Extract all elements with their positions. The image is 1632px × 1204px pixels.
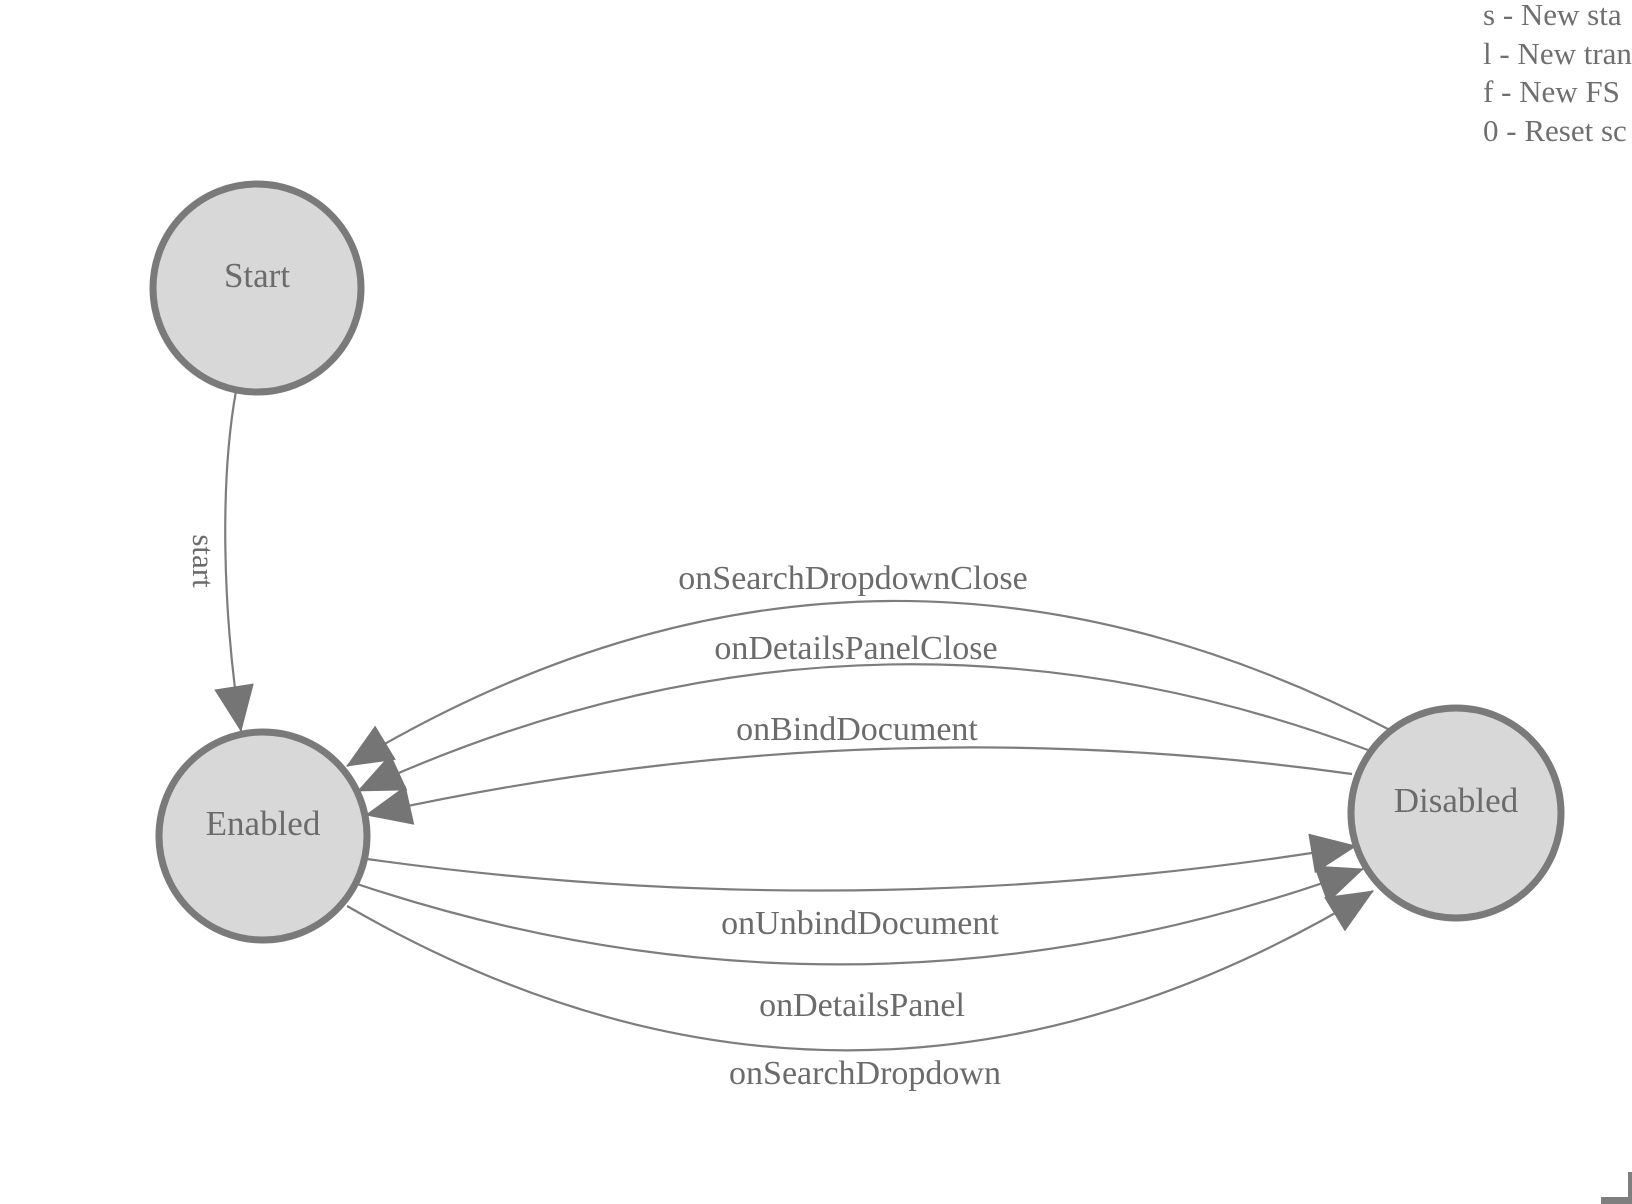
transition-edge-onDetailsPanel[interactable] [356, 865, 1364, 966]
transition-edge-onBindDocument[interactable] [365, 746, 1353, 825]
legend-line-new-fsm: f - New FS [1483, 74, 1620, 109]
legend-line-new-state: s - New sta [1483, 0, 1622, 32]
transition-edge-start[interactable] [214, 390, 254, 732]
clipped-rectangle-corner-horizontal [1601, 1197, 1632, 1204]
legend-line-new-transition: l - New tran [1483, 35, 1632, 71]
state-node-start[interactable]: Start [149, 180, 365, 396]
transition-edge-onSearchDropdown[interactable] [346, 890, 1374, 1052]
state-node-disabled[interactable]: Disabled [1347, 704, 1565, 922]
transition-label-onSearchDropdown: onSearchDropdown [729, 1055, 1001, 1092]
state-node-enabled[interactable]: Enabled [155, 728, 371, 944]
transition-label-onUnbindDocument: onUnbindDocument [721, 905, 999, 942]
transition-label-onBindDocument: onBindDocument [736, 711, 978, 748]
legend-line-reset: 0 - Reset sc [1483, 112, 1627, 148]
state-label-enabled: Enabled [206, 804, 321, 843]
transition-label-start: start [186, 534, 221, 588]
shortcuts-legend: s - New sta l - New tran f - New FS 0 - … [1483, 0, 1632, 150]
state-label-start: Start [224, 256, 290, 295]
transition-edge-onDetailsPanelClose[interactable] [357, 663, 1369, 792]
transition-label-onSearchDropdownClose: onSearchDropdownClose [678, 560, 1027, 597]
transition-edge-onUnbindDocument[interactable] [366, 833, 1357, 892]
clipped-rectangle-corner-vertical [1628, 1172, 1632, 1204]
state-label-disabled: Disabled [1394, 781, 1519, 820]
transition-label-onDetailsPanel: onDetailsPanel [759, 987, 965, 1024]
transition-edge-onSearchDropdownClose[interactable] [346, 599, 1391, 767]
transition-label-onDetailsPanelClose: onDetailsPanelClose [714, 630, 997, 667]
